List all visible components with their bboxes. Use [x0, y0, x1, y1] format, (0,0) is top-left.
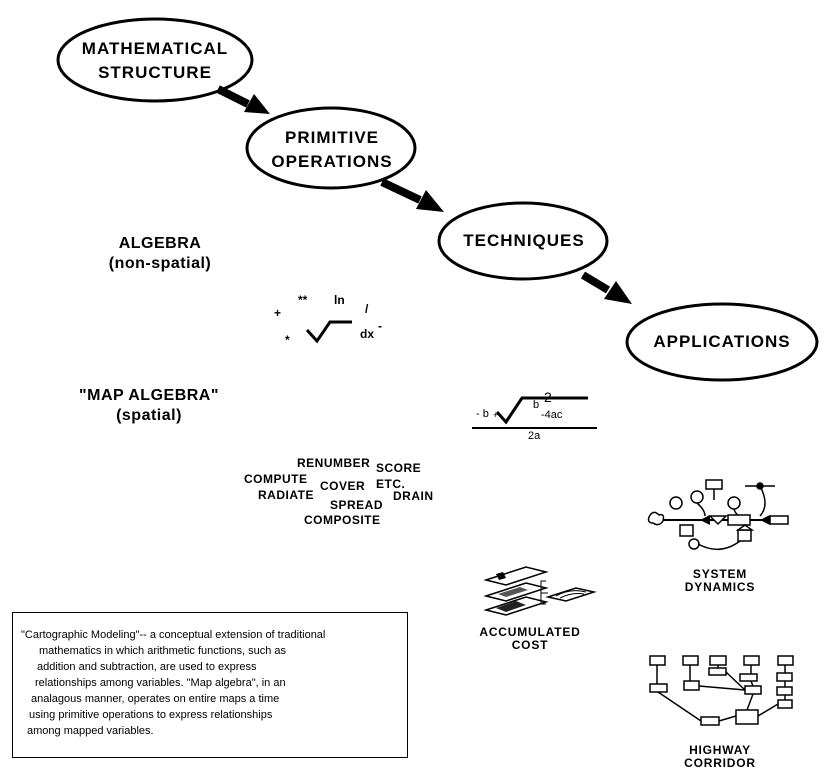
system-dynamics-caption: SYSTEM DYNAMICS [684, 567, 756, 594]
node-techniques-label: TECHNIQUES [463, 231, 585, 250]
operator-power: ** [298, 293, 308, 307]
quadratic-exponent: 2 [544, 389, 552, 405]
accumulated-cost-icon [483, 566, 597, 616]
map-algebra-title: "MAP ALGEBRA" [79, 387, 219, 404]
operator-multiply: * [285, 333, 290, 347]
node-mathematical-structure-ellipse [56, 17, 254, 103]
definition-line: mathematics in which arithmetic function… [39, 645, 286, 657]
definition-box: "Cartographic Modeling"-- a conceptual e… [12, 612, 408, 758]
operator-plus: + [274, 306, 282, 320]
algebra-title: ALGEBRA [118, 235, 202, 252]
definition-line: analagous manner, operates on entire map… [31, 693, 280, 705]
map-operation-etc: ETC. [376, 477, 406, 491]
definition-line: addition and subtraction, are used to ex… [37, 661, 257, 673]
radical-sign-icon [305, 320, 352, 344]
quadratic-neg-b: - b [476, 408, 489, 420]
quadratic-plus-minus: +- [493, 410, 502, 420]
operator-minus: - [378, 319, 382, 333]
algebra-subtitle: (non-spatial) [108, 255, 212, 272]
map-operation-radiate: RADIATE [258, 488, 314, 502]
node-applications-ellipse [625, 302, 819, 382]
accumulated-cost-caption: ACCUMULATED COST [479, 625, 581, 652]
quadratic-b: b [533, 399, 540, 411]
map-operation-renumber: RENUMBER [297, 456, 371, 470]
node-primitive-operations-label: PRIMITIVE OPERATIONS [271, 128, 393, 171]
definition-line: among mapped variables. [27, 725, 154, 737]
definition-text: "Cartographic Modeling"-- a conceptual e… [21, 627, 401, 739]
highway-corridor-icon [649, 655, 794, 726]
node-primitive-operations-ellipse [245, 106, 417, 190]
definition-line: "Cartographic Modeling"-- a conceptual e… [21, 629, 326, 641]
quadratic-radical-icon [495, 396, 588, 425]
map-algebra-subtitle: (spatial) [116, 407, 182, 424]
quadratic-denominator: 2a [528, 430, 541, 442]
definition-line: using primitive operations to express re… [29, 709, 273, 721]
operator-divide: / [365, 302, 369, 316]
node-applications-label: APPLICATIONS [653, 332, 791, 351]
quadratic-rest: -4ac [541, 409, 563, 421]
map-operation-spread: SPREAD [330, 498, 384, 512]
operator-ln: ln [334, 293, 345, 307]
highway-corridor-caption: HIGHWAY CORRIDOR [684, 743, 756, 770]
operator-dx: dx [360, 327, 375, 341]
map-operation-composite: COMPOSITE [304, 513, 381, 527]
map-operation-score: SCORE [376, 461, 422, 475]
map-operation-compute: COMPUTE [244, 472, 308, 486]
system-dynamics-icon [647, 479, 789, 550]
definition-line: relationships among variables. "Map alge… [35, 677, 286, 689]
map-operation-cover: COVER [320, 479, 366, 493]
edge-techniques-to-applications-arrow [580, 271, 632, 304]
edge-primitive-to-techniques-arrow [380, 178, 444, 212]
map-operation-drain: DRAIN [393, 489, 434, 503]
node-mathematical-structure-label: MATHEMATICAL STRUCTURE [81, 39, 229, 82]
edge-math-to-primitive-arrow [216, 85, 270, 114]
node-techniques-ellipse [437, 201, 609, 281]
